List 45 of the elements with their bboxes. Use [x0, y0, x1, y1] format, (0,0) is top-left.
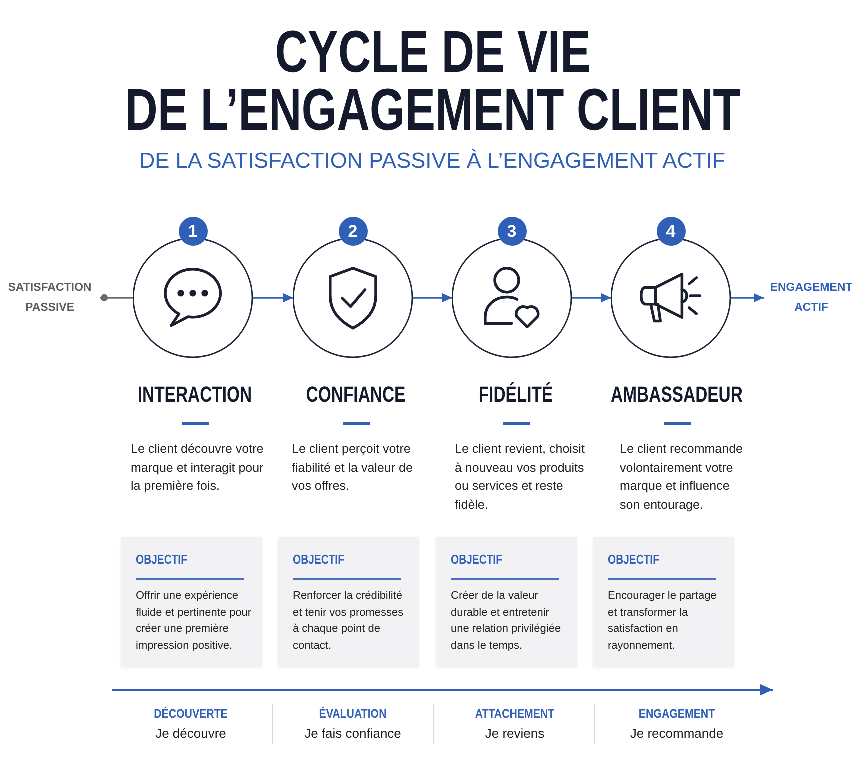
objective-heading: OBJECTIF	[608, 552, 660, 568]
objective-text: Renforcer la crédibilité et tenir vos promesses à chaque point de contact.	[293, 589, 405, 654]
objective-card	[121, 537, 262, 667]
objective-card	[593, 537, 734, 667]
phase-label: ATTACHEMENT	[475, 706, 555, 722]
step-circle	[452, 217, 572, 358]
number-badge: 4	[656, 217, 686, 246]
phase-label: ÉVALUATION	[319, 706, 387, 722]
objective-text: Offrir une expérience fluide et pertinente pour créer une première impression positive.	[136, 589, 253, 654]
step-circle	[293, 217, 413, 358]
phase-label: ENGAGEMENT	[638, 706, 716, 722]
number-badge: 1	[178, 217, 208, 246]
step-heading: FIDÉLITÉ	[478, 382, 554, 408]
phase-caption: Je découvre	[156, 726, 226, 742]
subtitle: DE LA SATISFACTION PASSIVE À L’ENGAGEMENT ACTIF	[139, 148, 726, 174]
objective-heading: OBJECTIF	[451, 552, 502, 568]
arrow	[412, 294, 452, 302]
objective-text: Créer de la valeur durable et entretenir une relation privilégiée dans le temps.	[451, 589, 562, 654]
title: CYCLE DE VIE DE L’ENGAGEMENT CLIENT	[124, 22, 740, 140]
objective-text: Encourager le partage et transformer la satisfaction en rayonnement.	[608, 589, 718, 654]
objective-heading: OBJECTIF	[136, 552, 188, 568]
objective-heading: OBJECTIF	[293, 552, 344, 568]
number-badge: 3	[498, 217, 526, 246]
step-description: Le client perçoit votre fiabilité et la valeur de vos offres.	[292, 441, 414, 496]
step-heading: INTERACTION	[138, 382, 252, 408]
step-description: Le client découvre votre marque et interagit pour la première fois.	[131, 441, 265, 496]
step-circle	[133, 217, 253, 358]
phase-caption: Je reviens	[485, 726, 545, 742]
connector-line	[100, 294, 134, 302]
end-label: ENGAGEMENT ACTIF	[764, 278, 859, 318]
step-description: Le client recommande volontairement votre marque et influence son entourage.	[620, 441, 744, 514]
arrow	[252, 294, 294, 302]
phase-caption: Je fais confiance	[304, 726, 402, 742]
step-heading: AMBASSADEUR	[611, 382, 743, 408]
step-heading: CONFIANCE	[306, 382, 406, 408]
phase-caption: Je recommande	[630, 726, 724, 742]
step-description: Le client revient, choisit à nouveau vos produits ou services et reste fidèle.	[455, 441, 586, 514]
number-badge: 2	[338, 217, 368, 246]
start-label: SATISFACTION PASSIVE	[0, 278, 100, 318]
step-circle	[611, 217, 731, 358]
phase-label: DÉCOUVERTE	[154, 706, 228, 722]
arrow	[730, 294, 764, 302]
objective-card	[436, 537, 577, 667]
arrow	[572, 294, 612, 302]
objective-card	[278, 537, 419, 667]
